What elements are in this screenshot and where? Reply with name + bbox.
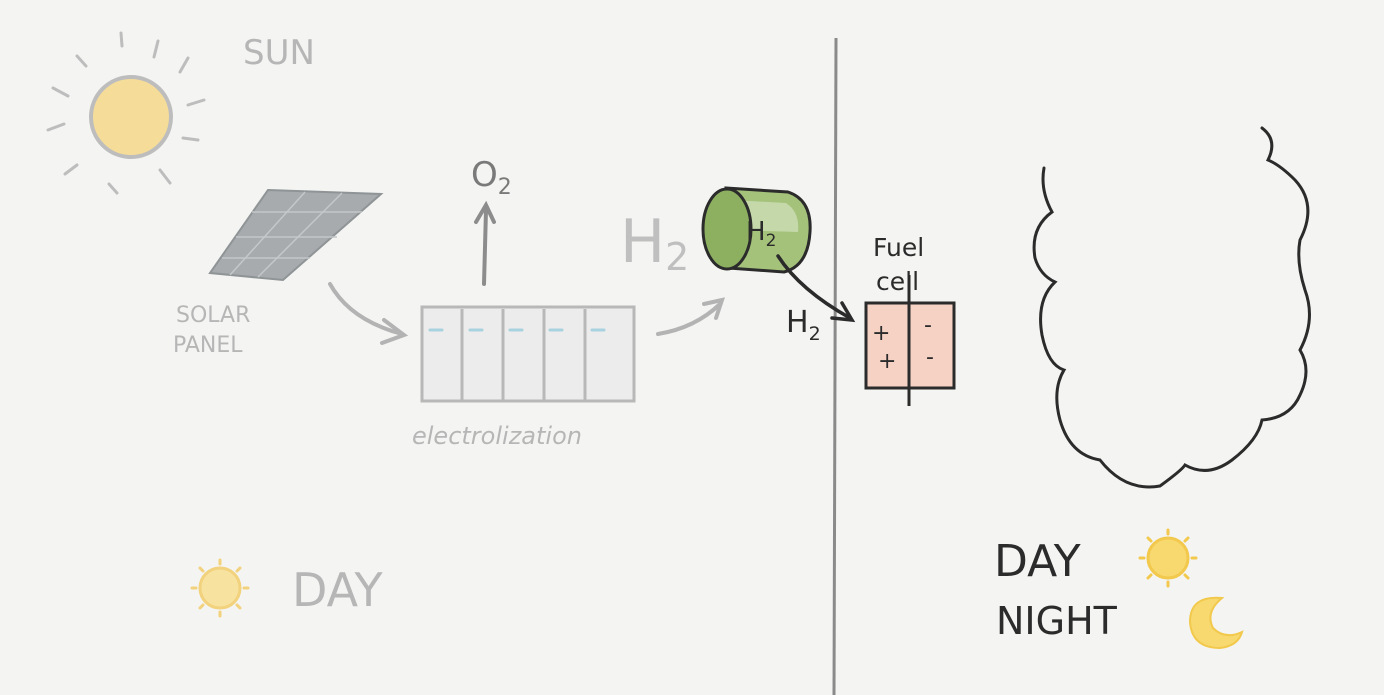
- o2-label: O2: [471, 155, 512, 200]
- crescent-moon-icon: [1188, 596, 1244, 650]
- tank-h2-label: H2: [746, 217, 776, 251]
- sun-icon: [190, 558, 250, 618]
- arrow-panel-to-electrolyzer: [328, 282, 409, 345]
- cloud-drawing: [1032, 126, 1311, 489]
- electrolyzer-drawing: [420, 305, 636, 403]
- h2-small-label: H2: [786, 305, 821, 345]
- divider-line: [832, 37, 838, 695]
- fuel-cell-plus-top: +: [872, 321, 890, 346]
- day-label-right: DAY: [994, 536, 1081, 587]
- fuel-cell-drawing: [864, 275, 956, 406]
- day-label-left: DAY: [292, 563, 384, 617]
- fuel-cell-minus-top: -: [924, 313, 932, 338]
- fuel-cell-plus-bottom: +: [878, 349, 896, 374]
- sun-drawing: [46, 31, 206, 195]
- solar-panel-label-line2: PANEL: [173, 333, 243, 358]
- fuel-cell-label-line2: cell: [876, 267, 919, 296]
- solar-panel-label-line1: SOLAR: [176, 303, 250, 328]
- sun-icon: [1138, 528, 1198, 588]
- fuel-cell-label-line1: Fuel: [873, 233, 924, 262]
- electrolization-label: electrolization: [412, 422, 582, 450]
- sun-label: SUN: [243, 33, 315, 73]
- solar-panel-drawing: [208, 188, 384, 282]
- h2-large-label: H2: [620, 207, 689, 279]
- arrow-tank-to-fuel-cell: [776, 254, 856, 323]
- hydrogen-tank-drawing: [701, 186, 812, 274]
- arrow-to-o2: [474, 200, 496, 286]
- night-label-right: NIGHT: [996, 599, 1118, 643]
- fuel-cell-minus-bottom: -: [926, 345, 934, 370]
- arrow-electrolyzer-to-tank: [656, 297, 726, 336]
- sun-rays: [46, 31, 206, 195]
